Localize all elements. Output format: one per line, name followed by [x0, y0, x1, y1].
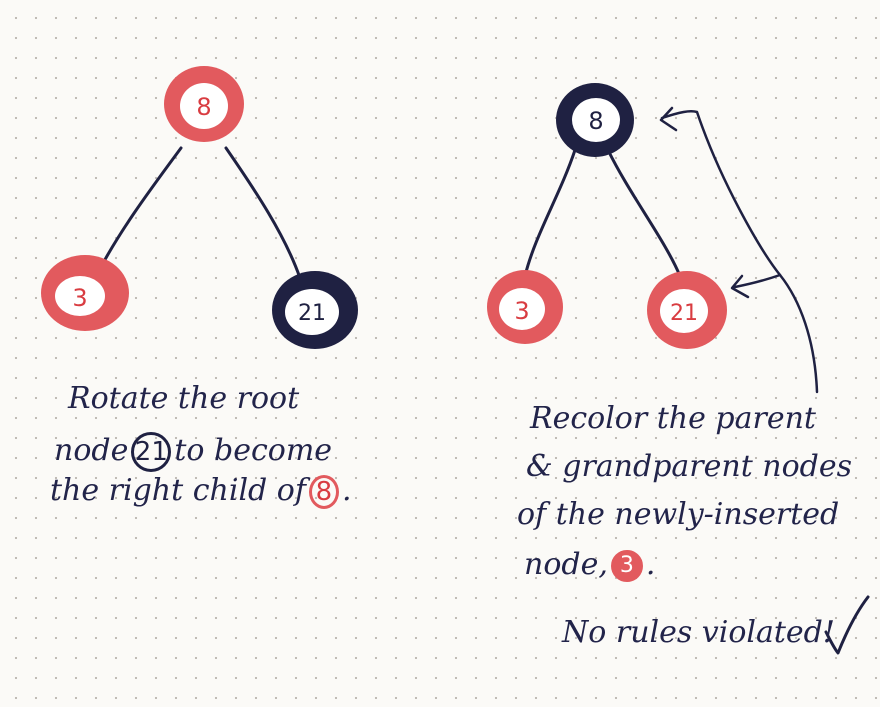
inline-node-21: 21 [131, 432, 172, 472]
right-note-line-4: node, 3. [524, 546, 655, 584]
left-tree-left-node: 3 [41, 255, 129, 331]
left-note-line-2-pre: node [54, 433, 129, 468]
right-tree-left-label: 3 [514, 297, 529, 325]
right-tree-right-node: 21 [647, 271, 727, 349]
inline-node-3-label: 3 [619, 553, 634, 578]
arrow-head-right [730, 274, 750, 299]
right-tree-right-label: 21 [670, 301, 698, 326]
arrow-head-root [659, 106, 678, 132]
left-tree-left-label: 3 [72, 284, 87, 312]
right-note-line-4-post: . [645, 547, 656, 582]
right-tree-root-node: 8 [556, 83, 634, 157]
left-note-line-1: Rotate the root [68, 380, 299, 418]
inline-node-3: 3 [610, 550, 643, 582]
left-tree-right-node: 21 [272, 271, 358, 349]
left-tree-edge-root-right [224, 146, 302, 280]
left-tree-root-node: 8 [164, 66, 244, 142]
right-note-line-2: & grandparent nodes [526, 448, 852, 486]
left-note-line-3: the right child of 8. [50, 472, 351, 510]
left-note-line-3-post: . [341, 473, 352, 508]
right-tree-left-node: 3 [487, 270, 563, 344]
verdict-text-label: No rules violated! [562, 615, 835, 650]
right-tree-edge-root-right [606, 148, 682, 278]
verdict-text: No rules violated! [562, 614, 835, 652]
right-tree-edge-root-left [523, 148, 577, 278]
left-tree-right-label: 21 [298, 301, 326, 326]
left-tree-edge-root-left [94, 146, 183, 278]
right-tree-root-label: 8 [588, 107, 603, 135]
left-tree-root-label: 8 [196, 93, 211, 121]
right-note-line-3: of the newly-inserted [517, 496, 839, 534]
right-note-line-1: Recolor the parent [530, 400, 816, 438]
right-note-line-4-pre: node, [524, 547, 608, 582]
left-note-line-3-pre: the right child of [50, 473, 306, 508]
right-note-line-1-text: Recolor the parent [530, 401, 816, 436]
inline-node-21-label: 21 [134, 437, 168, 467]
left-note-line-2-post: to become [174, 433, 333, 468]
left-note-line-1-text: Rotate the root [68, 381, 300, 416]
inline-node-8: 8 [308, 475, 339, 509]
checkmark-icon [824, 595, 870, 655]
right-note-line-2-text: & grandparent nodes [526, 449, 853, 484]
right-note-line-3-text: of the newly-inserted [517, 497, 840, 532]
recolor-bracket-arrow [659, 106, 819, 394]
inline-node-8-label: 8 [315, 477, 333, 507]
